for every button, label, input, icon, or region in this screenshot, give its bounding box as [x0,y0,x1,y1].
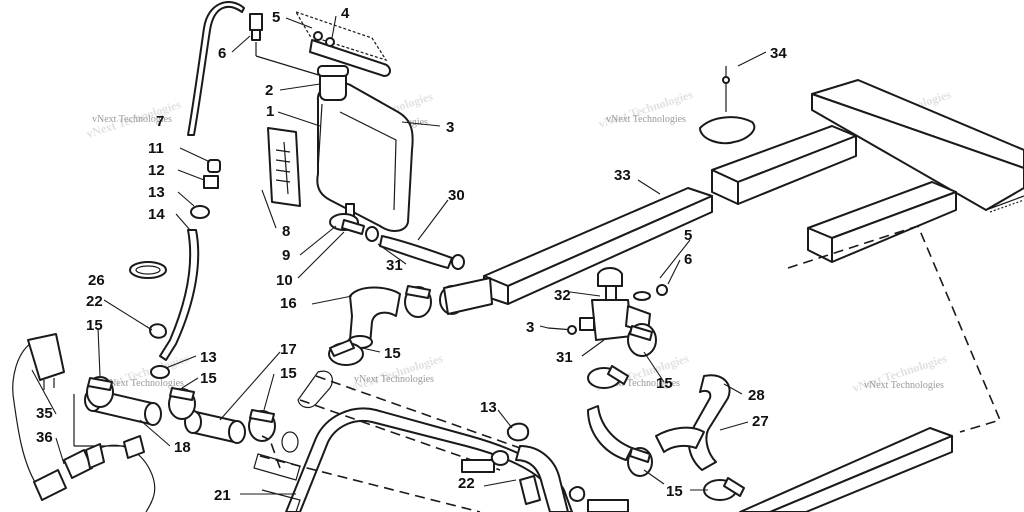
callout-31: 31 [556,349,573,366]
callout-36: 36 [36,429,53,446]
callout-3: 3 [526,319,534,336]
coolant-rail [439,187,713,315]
hose-clamp-center [404,285,432,318]
outline [787,225,1002,433]
fill-fittings [190,159,221,219]
callout-18: 18 [174,439,191,456]
callout-1: 1 [266,103,274,120]
watermark: vNext Technologies [92,114,172,125]
temp-sensor [699,66,756,145]
callout-9: 9 [282,247,290,264]
spring-clamp [129,261,167,279]
watermark: vNext Technologies [354,374,434,385]
callout-2: 2 [265,82,273,99]
callout-15: 15 [656,375,673,392]
mounting-bracket [294,10,391,77]
callout-15: 15 [200,370,217,387]
callout-32: 32 [554,287,571,304]
reservoir-clamp [329,213,365,235]
callout-28: 28 [748,387,765,404]
callout-4: 4 [341,5,350,22]
callout-11: 11 [148,140,164,157]
washers [633,284,668,301]
callout-22: 22 [86,293,103,310]
callout-15: 15 [384,345,401,362]
hose-clamp-center [328,339,364,366]
thermostat-clamp [703,477,745,501]
small-hose [159,229,200,361]
watermark: vNext Technologies [606,114,686,125]
vent-fitting [249,13,263,41]
thermostat-housing [579,267,651,341]
callout-13: 13 [200,349,217,366]
level-decal [267,127,301,207]
callout-13: 13 [148,184,165,201]
callout-27: 27 [752,413,769,430]
overflow-hose [187,1,245,136]
callout-5: 5 [272,9,280,26]
callout-12: 12 [148,162,165,179]
callout-33: 33 [614,167,631,184]
callout-26: 26 [88,272,105,289]
callout-15: 15 [86,317,103,334]
callout-21: 21 [214,487,231,504]
fastener [547,325,577,335]
hose-clamp [150,365,170,379]
hose-clamp [149,323,167,339]
heater-clamp [248,409,276,442]
frame-tube [285,407,573,512]
watermark: vNext Technologies [864,380,944,391]
dashed-frame [253,370,521,512]
callout-34: 34 [770,45,787,62]
callout-15: 15 [280,365,297,382]
callout-30: 31 [386,257,403,274]
callout-8: 8 [282,223,290,240]
watermark: vNext Technologies [104,378,184,389]
heat-exchanger [711,79,1024,263]
callout-22: 22 [458,475,475,492]
reservoir-hose [365,226,465,270]
callout-17: 17 [280,341,297,358]
callout-14: 14 [148,206,165,223]
callout-16: 16 [280,295,297,312]
coolant-reservoir [316,65,414,232]
callout-5: 6 [684,251,692,268]
heater-clamp [168,387,196,420]
bottom-hose [461,422,629,512]
outline [261,435,281,469]
lower-rail [739,427,953,512]
callout-35: 35 [36,405,53,422]
thermostat-clamp [627,323,657,357]
power-cord [12,333,156,512]
callout-4: 5 [684,227,692,244]
callouts: 5 4 6 2 1 3 7 11 12 13 14 8 9 10 30 31 2… [36,5,787,504]
callout-6: 6 [218,45,226,62]
callout-15: 15 [666,483,683,500]
callout-3: 3 [446,119,454,136]
bypass-hose [587,374,731,471]
watermark: vNext Technologies [600,378,680,389]
callout-10: 10 [276,272,293,289]
heater-clamp [86,376,114,408]
callout-7: 7 [156,113,164,130]
callout-29: 30 [448,187,465,204]
leader-lines [31,15,767,495]
callout-13: 13 [480,399,497,416]
thermostat-clamp [627,447,653,477]
radiator-hose [347,286,401,349]
thermostat-clamp [587,365,629,389]
